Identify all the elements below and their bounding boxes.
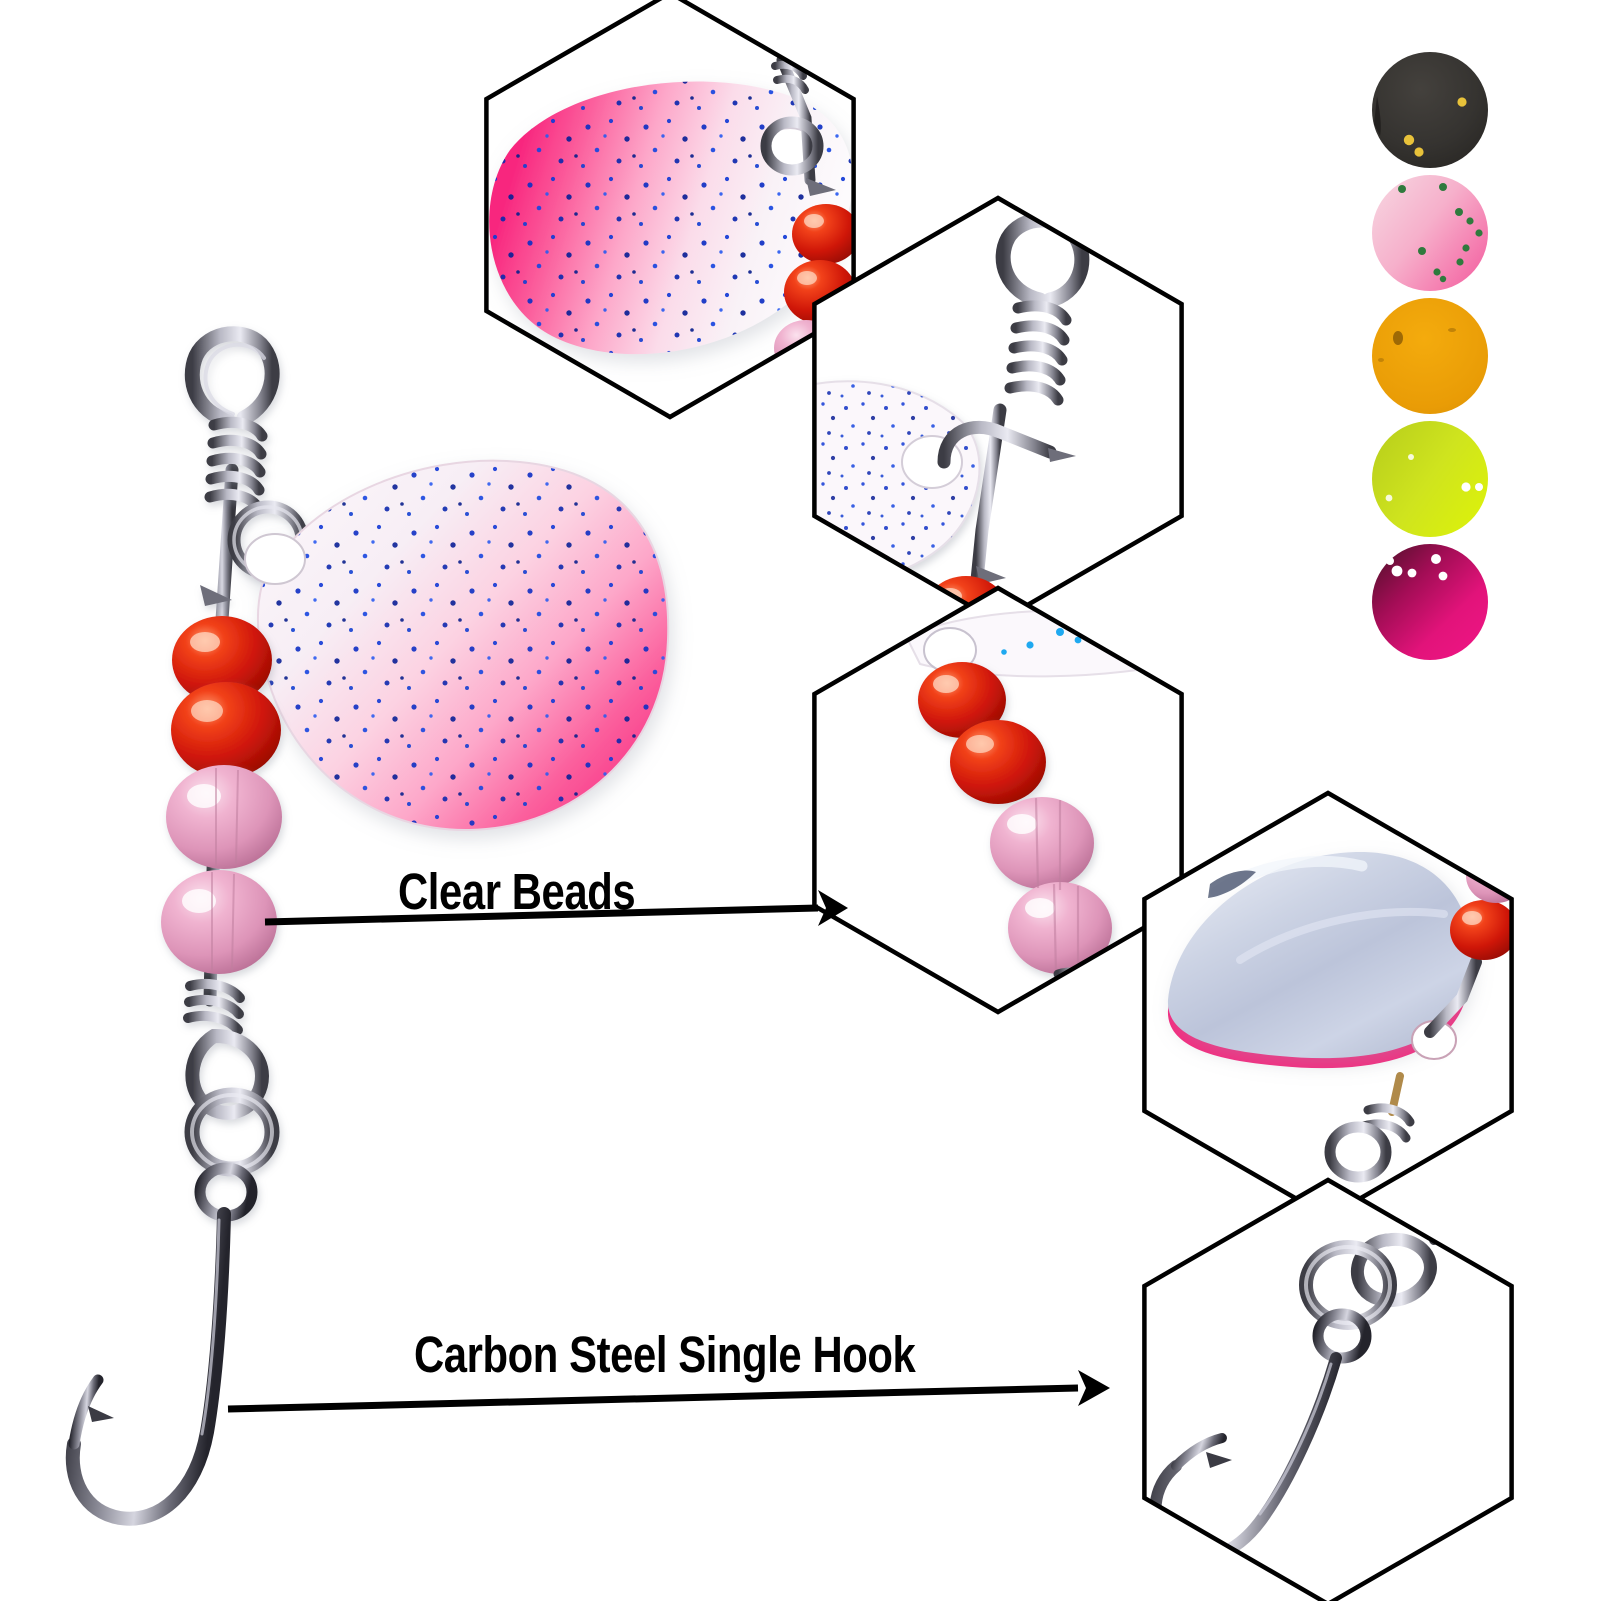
- bead-stack: [161, 616, 282, 974]
- swatch-orange-amber[interactable]: [1372, 298, 1488, 414]
- arrow-carbon-steel-hook: [227, 1370, 1110, 1413]
- hex-blade-back-closeup: [1142, 790, 1514, 1220]
- callout-label-carbon-steel-single-hook: Carbon Steel Single Hook: [414, 1326, 916, 1383]
- callout-arrows: [227, 890, 1110, 1413]
- swatch-pink-green-fleck[interactable]: [1372, 175, 1488, 291]
- lower-swivel: [183, 978, 280, 1222]
- swatch-black-gold-fleck[interactable]: [1372, 52, 1488, 168]
- main-lure: [65, 326, 670, 1526]
- carbon-steel-single-hook: [65, 1207, 231, 1526]
- spinner-blade: [244, 459, 670, 832]
- callout-label-clear-beads: Clear Beads: [398, 863, 636, 920]
- hex-hook-closeup: [1142, 1177, 1514, 1601]
- swatch-chartreuse-green[interactable]: [1372, 421, 1488, 537]
- swatch-magenta-pink[interactable]: [1372, 544, 1488, 660]
- hex-spinner-blade-closeup: [484, 0, 856, 420]
- hex-beads-closeup: [812, 585, 1184, 1015]
- arrow-clear-beads: [264, 890, 848, 926]
